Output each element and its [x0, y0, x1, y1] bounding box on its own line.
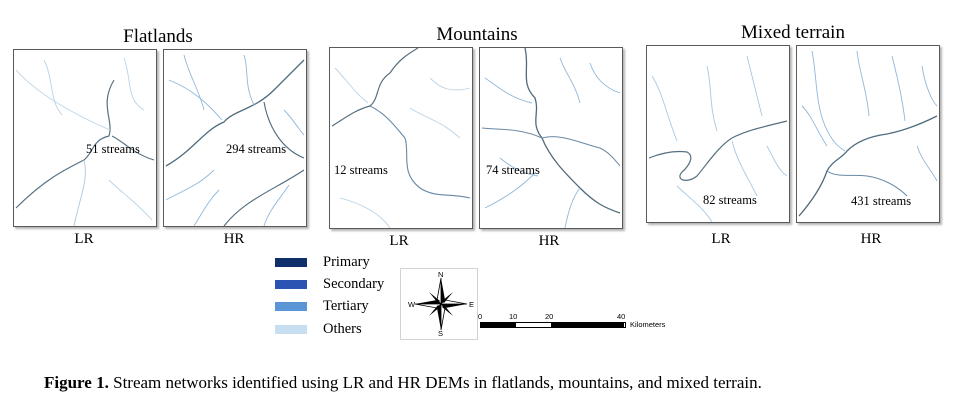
scale-bar-segment — [551, 323, 624, 327]
resolution-label: LR — [74, 231, 94, 247]
group-title-mixed-terrain: Mixed terrain — [741, 22, 845, 43]
stream-network-map — [798, 50, 938, 217]
compass-east-label: E — [469, 300, 475, 309]
map-panel-mountains-hr: 74 streams — [479, 47, 623, 229]
scale-tick-label: 10 — [509, 312, 518, 321]
compass-west-label: W — [408, 300, 416, 309]
legend-label: Others — [323, 321, 362, 337]
scale-tick-label: 20 — [545, 312, 554, 321]
legend-label: Secondary — [323, 276, 385, 292]
scale-tick-label: 40 — [617, 312, 626, 321]
legend-label: Tertiary — [323, 298, 369, 314]
legend-swatch — [275, 302, 307, 311]
resolution-label: HR — [860, 231, 882, 247]
resolution-label: LR — [711, 231, 731, 247]
resolution-label: HR — [223, 231, 245, 247]
stream-network-map — [648, 55, 788, 222]
map-panel-flatlands-hr: 294 streams — [163, 49, 307, 227]
stream-network-map — [15, 57, 155, 226]
legend-swatch — [275, 325, 307, 334]
stream-network-map — [331, 48, 471, 228]
figure-caption: Figure 1. Stream networks identified usi… — [44, 373, 762, 393]
legend-swatch — [275, 280, 307, 289]
stream-count: 74 streams — [486, 163, 540, 177]
compass-rose: N S E W — [400, 268, 478, 340]
legend-label: Primary — [323, 254, 370, 270]
compass-star-icon — [414, 277, 468, 331]
map-panel-flatlands-lr: 51 streams — [13, 49, 157, 227]
compass-north-label: N — [438, 270, 444, 279]
map-panel-mountains-lr: 12 streams — [329, 47, 473, 229]
stream-network-map — [165, 54, 305, 226]
resolution-label: HR — [538, 233, 560, 249]
compass-south-label: S — [438, 329, 444, 338]
stream-count: 82 streams — [703, 193, 757, 207]
figure-caption-text: Stream networks identified using LR and … — [108, 373, 762, 392]
stream-count: 294 streams — [226, 142, 287, 156]
resolution-label: LR — [389, 233, 409, 249]
scale-bar-segment — [481, 323, 516, 327]
legend-swatch — [275, 258, 307, 267]
stream-count: 12 streams — [334, 163, 388, 177]
stream-count: 431 streams — [851, 194, 912, 208]
stream-network-map — [481, 48, 621, 228]
group-title-mountains: Mountains — [436, 24, 518, 45]
group-title-flatlands: Flatlands — [123, 26, 193, 47]
stream-count: 51 streams — [86, 142, 140, 156]
map-panel-mixed-hr: 431 streams — [796, 45, 940, 223]
map-panel-mixed-lr: 82 streams — [646, 45, 790, 223]
scale-tick-label: 0 — [478, 312, 483, 321]
scale-bar: 0 10 20 40 Kilometers — [474, 312, 674, 336]
scale-unit-label: Kilometers — [630, 320, 666, 329]
figure-caption-label: Figure 1. — [44, 373, 109, 392]
